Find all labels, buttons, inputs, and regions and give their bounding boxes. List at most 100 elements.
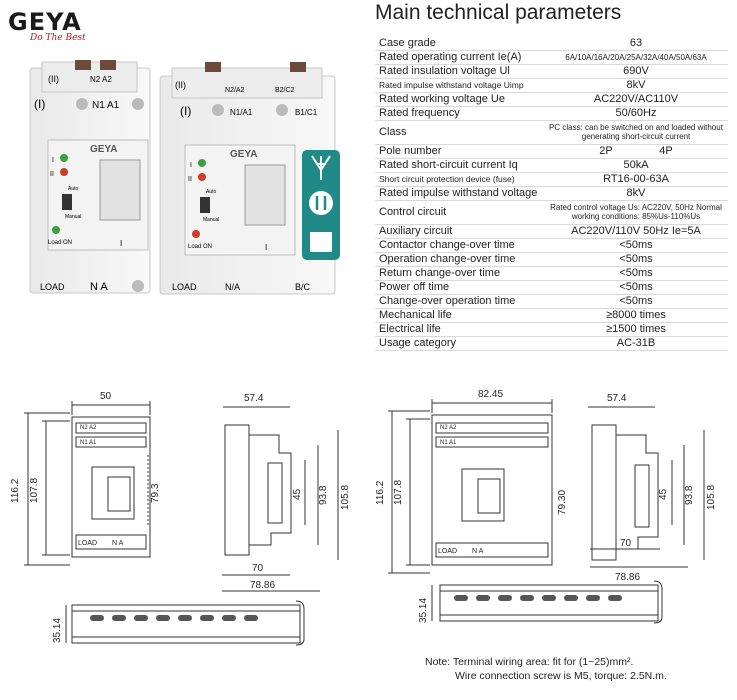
params-key: Case grade [375,36,544,51]
params-row: Contactor change-over time<50ms [375,238,728,253]
params-key: Short circuit protection device (fuse) [375,172,544,187]
unit-4p-terminals-mid2: B1/C1 [295,108,318,117]
dim-4p-height-total: 116.2 [375,480,386,505]
brand-name: GEYA [8,8,82,36]
params-key: Rated short-circuit current Iq [375,158,544,173]
dim-4p-rail-height: 35.14 [418,598,429,623]
unit-2p-pos-bot: I [120,239,122,248]
params-row: Short circuit protection device (fuse)RT… [375,172,728,187]
dim-2p-na: N A [112,540,124,547]
unit-4p-pos-mid: II [188,176,192,183]
params-row: Rated operating current Ie(A)6A/10A/16A/… [375,50,728,65]
unit-2p: (II) N2 A2 (I) N1 A1 GEYA I II Auto Manu… [29,60,151,294]
unit-4p-load: LOAD [172,282,197,292]
drawing-4p: 82.45 116.2 107.8 79.30 N2 A2 N1 A1 LOAD… [375,389,717,624]
params-value: 6A/10A/16A/20A/25A/32A/40A/50A/63A [544,50,728,65]
dim-2p-side-base: 70 [252,563,264,574]
unit-2p-manual: Manual [65,214,81,220]
params-value: RT16-00-63A [544,172,728,187]
wiring-note: Note: Terminal wiring area: fit for (1~2… [425,655,667,683]
unit-2p-pos-top: I [52,157,54,164]
params-key: Return change-over time [375,266,544,281]
params-key: Change-over operation time [375,294,544,309]
params-key: Rated insulation voltage Ul [375,64,544,79]
unit-4p-terminals-mid: N1/A1 [230,108,253,117]
params-key: Rated impulse withstand voltage [375,186,544,201]
dim-4p-width: 82.45 [478,389,503,400]
params-value: <50ms [544,266,728,281]
params-value: ≥8000 times [544,308,728,323]
unit-2p-load: LOAD [40,282,65,292]
unit-4p-bottom-terminals: N/A [225,282,240,292]
unit-2p-terminals-mid: N1 A1 [92,100,120,111]
dim-2p-side-h3: 105.8 [340,485,351,510]
dim-4p-side-h2: 93.8 [684,485,695,505]
params-value: AC-31B [544,336,728,351]
dim-4p-side-total: 78.86 [615,572,640,583]
params-value: AC220V/110V 50Hz Ie=5A [544,224,728,239]
params-value: 50/60Hz [544,106,728,121]
dim-4p-load: LOAD [438,548,457,555]
unit-4p-bottom-terminals2: B/C [295,282,311,292]
params-key: Power off time [375,280,544,295]
dim-4p-side-depth: 57.4 [607,393,627,404]
dim-4p-n1a1: N1 A1 [440,440,457,446]
params-value: PC class: can be switched on and loaded … [544,120,728,145]
dim-2p-load: LOAD [78,540,97,547]
params-value: 690V [544,64,728,79]
params-value: 63 [544,36,728,51]
drawing-2p: 50 116.2 107.8 79.3 N2 A2 N1 A1 LOAD N A… [10,391,351,646]
params-key: Contactor change-over time [375,238,544,253]
dim-4p-n2a2: N2 A2 [440,425,457,431]
params-value: <50ms [544,238,728,253]
factory-icon [310,228,332,252]
params-key: Control circuit [375,200,544,225]
params-key: Rated impulse withstand voltage Uimp [375,78,544,93]
params-key: Rated working voltage Ue [375,92,544,107]
unit-2p-brand: GEYA [90,144,117,155]
product-photo: (II) N2 A2 (I) N1 A1 GEYA I II Auto Manu… [29,60,340,295]
dim-2p-rail-height: 35.14 [52,618,63,643]
dim-2p-n2a2: N2 A2 [80,425,97,431]
params-row: Operation change-over time<50ms [375,252,728,267]
unit-4p-top-label: (II) [175,80,186,90]
params-key: Usage category [375,336,544,351]
unit-4p-terminals-top: N2/A2 [225,87,245,94]
unit-2p-pos-mid: II [50,171,54,178]
tower-icon [311,155,331,180]
params-key: Mechanical life [375,308,544,323]
params-row: Return change-over time<50ms [375,266,728,281]
unit-4p-manual: Manual [203,217,219,223]
params-key: Rated operating current Ie(A) [375,50,544,65]
unit-4p-auto: Auto [206,189,217,195]
dim-2p-height-body: 107.8 [29,478,40,503]
unit-4p-pos-top: I [190,162,192,169]
params-key: Class [375,120,544,145]
dim-2p-front-height: 79.3 [150,483,161,503]
brand-tagline: Do The Best [30,33,86,43]
dim-4p-side-base: 70 [620,538,632,549]
params-key: Rated frequency [375,106,544,121]
dim-2p-width: 50 [100,391,112,402]
switch-icon [309,191,333,215]
params-key: Pole number [375,144,544,159]
unit-4p-front-label: (I) [180,104,191,118]
dim-2p-side-depth: 57.4 [244,393,264,404]
params-value: 50kA [544,158,728,173]
params-value: ≥1500 times [544,322,728,337]
dim-4p-side-h1: 45 [658,488,669,500]
